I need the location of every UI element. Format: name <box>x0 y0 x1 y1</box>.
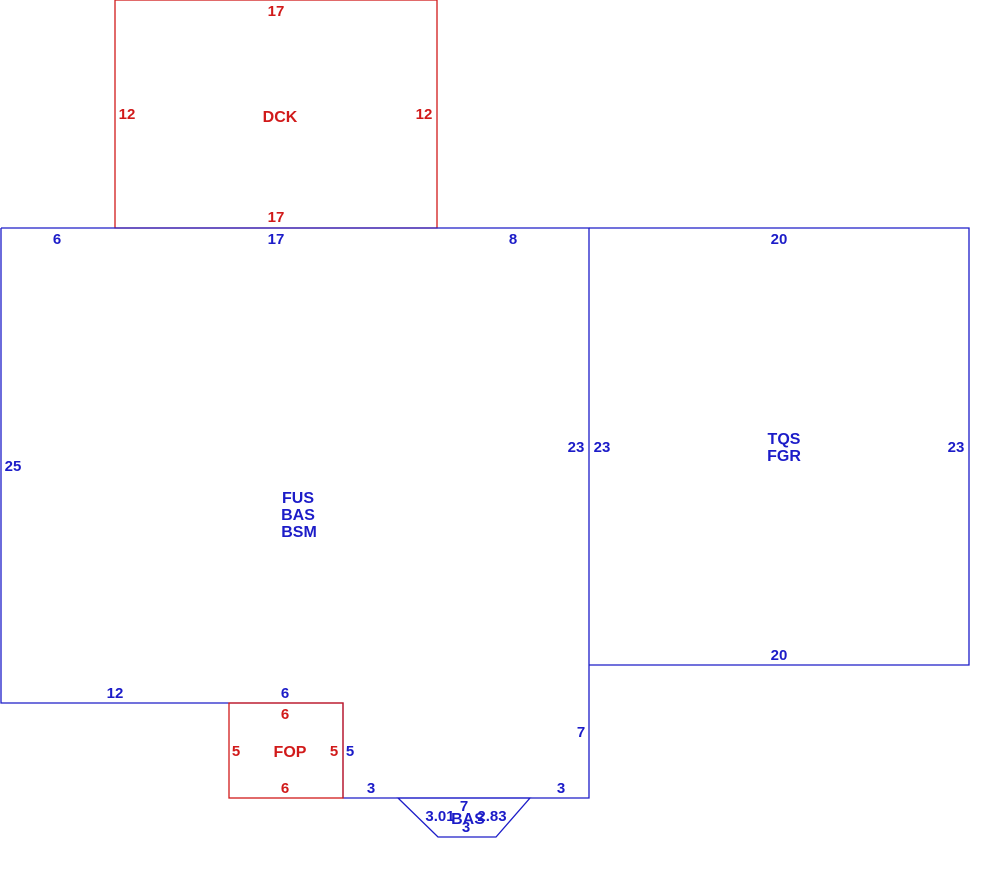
deck-area: 17 12 12 17 DCK <box>114 0 438 229</box>
porch-label: FOP <box>274 744 307 761</box>
main-dim-right-lower: 7 <box>577 724 585 741</box>
porch-dim-top: 6 <box>281 706 289 723</box>
garage-dim-bottom: 20 <box>771 647 788 664</box>
deck-dim-top: 17 <box>268 3 285 20</box>
garage-dim-top: 20 <box>771 231 788 248</box>
deck-dim-right: 12 <box>416 106 433 123</box>
porch-outline <box>228 702 344 799</box>
main-dim-bottom-mid-left: 3 <box>367 780 375 797</box>
main-dim-porch-top: 6 <box>281 685 289 702</box>
main-dim-top-left: 6 <box>53 231 61 248</box>
main-dim-left: 25 <box>5 458 22 475</box>
main-dim-top-mid: 17 <box>268 231 285 248</box>
bay-dim-right: 2.83 <box>477 808 506 825</box>
main-dim-bottom-mid-right: 3 <box>557 780 565 797</box>
porch-dim-right: 5 <box>330 743 338 760</box>
deck-dim-bottom: 17 <box>268 209 285 226</box>
garage-label-tqs: TQS <box>768 431 801 448</box>
main-area: 6 17 8 25 23 12 6 5 7 3 3 FUS BAS BSM <box>0 227 590 799</box>
deck-dim-left: 12 <box>119 106 136 123</box>
bay-label: BAS <box>451 811 485 828</box>
main-dim-bottom-left: 12 <box>107 685 124 702</box>
garage-label-fgr: FGR <box>767 448 801 465</box>
bay-dim-bottom: 3 <box>462 819 470 836</box>
deck-label: DCK <box>263 109 298 126</box>
main-dim-top-right: 8 <box>509 231 517 248</box>
garage-dim-left: 23 <box>594 439 611 456</box>
garage-outline <box>589 227 970 666</box>
bay-outline <box>396 797 532 838</box>
main-label-bas: BAS <box>281 507 315 524</box>
main-dim-right: 23 <box>568 439 585 456</box>
main-label-fus: FUS <box>282 490 314 507</box>
bay-dim-left: 3.01 <box>425 808 454 825</box>
porch-dim-bottom: 6 <box>281 780 289 797</box>
main-dim-porch-side: 5 <box>346 743 354 760</box>
porch-dim-left: 5 <box>232 743 240 760</box>
porch-area: 6 5 5 6 FOP <box>228 702 344 799</box>
garage-area: 20 23 23 20 TQS FGR <box>589 227 970 666</box>
garage-dim-right: 23 <box>948 439 965 456</box>
main-label-bsm: BSM <box>281 524 317 541</box>
bay-dim-top: 7 <box>460 798 468 815</box>
bay-area: 7 3.01 2.83 BAS 3 <box>396 797 532 838</box>
